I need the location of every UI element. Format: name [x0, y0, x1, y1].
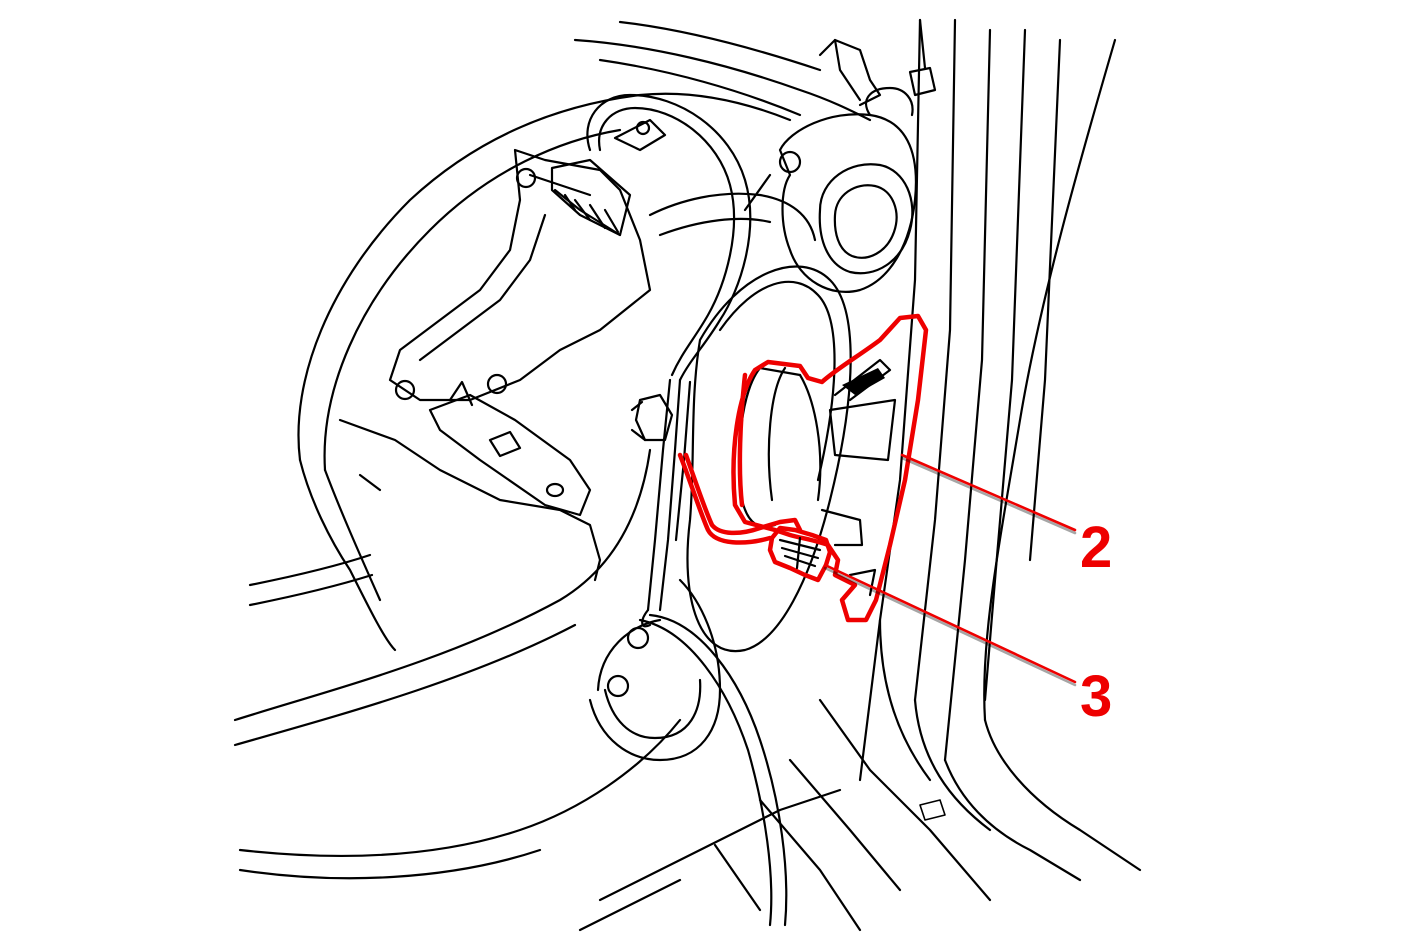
callout-2: 2 — [1080, 515, 1112, 580]
leader-line-3 — [823, 563, 1077, 684]
connector-icon — [550, 158, 632, 237]
leader-lines — [823, 453, 1077, 687]
callout-3: 3 — [1080, 664, 1112, 729]
speaker-highlight — [731, 313, 929, 623]
leader-line-2 — [900, 453, 1077, 532]
speaker-icon — [738, 358, 897, 597]
connector-highlight — [677, 452, 833, 583]
tweeter-icon — [778, 18, 937, 293]
